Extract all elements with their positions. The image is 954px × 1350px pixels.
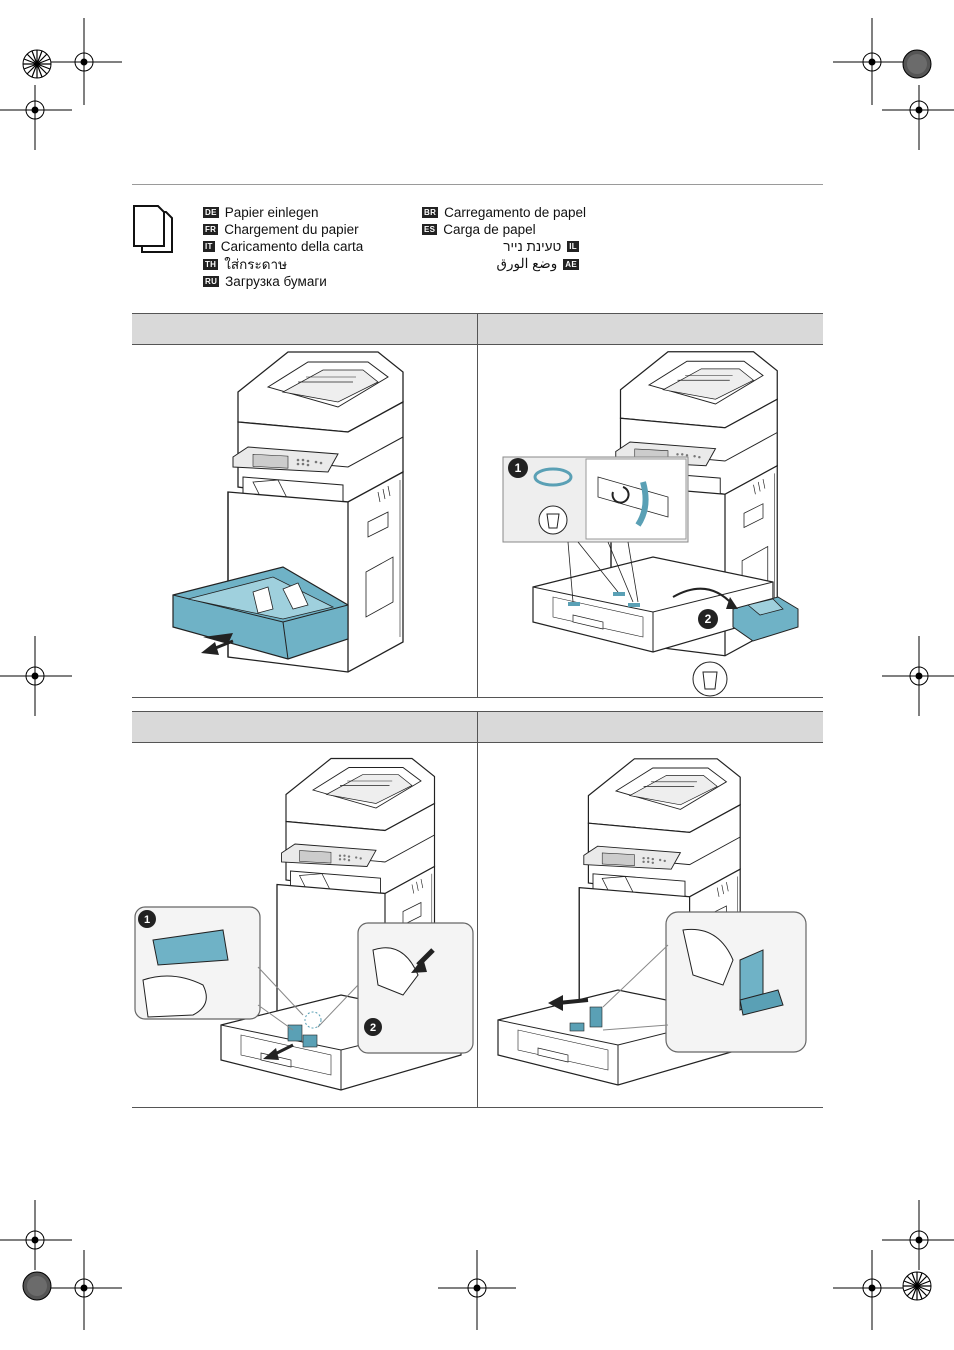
lang-item-br: BR Carregamento de papel <box>422 204 586 220</box>
callout-2-icon: 2 <box>364 1018 382 1036</box>
callout-2-icon: 2 <box>698 609 718 629</box>
lang-badge: BR <box>422 207 438 218</box>
crosshair-mark-icon <box>833 1250 910 1330</box>
lang-item-ae: AE وضع الورق <box>497 256 579 272</box>
lang-label: Carregamento de papel <box>444 205 586 220</box>
step-4-illustration <box>478 745 823 1105</box>
paper-stack-icon <box>130 204 180 254</box>
crosshair-mark-icon <box>0 636 72 716</box>
svg-text:2: 2 <box>705 612 712 626</box>
crosshair-mark-icon <box>882 1200 954 1270</box>
crosshair-mark-icon <box>45 1250 122 1330</box>
lang-item-es: ES Carga de papel <box>422 221 536 237</box>
lang-badge: IT <box>203 241 215 252</box>
lang-label: وضع الورق <box>497 256 558 272</box>
lang-item-fr: FR Chargement du papier <box>203 221 359 237</box>
crosshair-mark-icon <box>833 18 910 105</box>
lang-label: ใส่กระดาษ <box>224 253 287 275</box>
callout-1-icon: 1 <box>138 910 156 928</box>
lang-item-de: DE Papier einlegen <box>203 204 319 220</box>
crosshair-mark-icon <box>0 85 72 150</box>
svg-text:1: 1 <box>144 914 150 926</box>
crosshair-mark-icon <box>45 18 122 105</box>
lang-item-il: IL טעינת נייר <box>503 238 579 254</box>
step-3-illustration: 1 2 <box>133 745 478 1105</box>
grid-rule <box>132 697 823 698</box>
lang-label: Caricamento della carta <box>221 239 364 254</box>
starburst-mark-icon <box>903 1272 931 1300</box>
lang-item-it: IT Caricamento della carta <box>203 238 363 254</box>
lang-badge: RU <box>203 276 219 287</box>
callout-1-icon: 1 <box>508 458 528 478</box>
starburst-mark-icon <box>23 50 51 78</box>
lang-item-ru: RU Загрузка бумаги <box>203 273 327 289</box>
lang-badge: AE <box>563 259 579 270</box>
crosshair-mark-icon <box>882 85 954 150</box>
lang-badge: TH <box>203 259 218 270</box>
header-rule <box>132 184 823 185</box>
lang-label: Chargement du papier <box>224 222 358 237</box>
crosshair-mark-icon <box>438 1250 516 1330</box>
lang-label: Papier einlegen <box>225 205 319 220</box>
grid-rule <box>132 1107 823 1108</box>
lang-badge: DE <box>203 207 219 218</box>
svg-text:1: 1 <box>515 461 522 475</box>
lang-label: טעינת נייר <box>503 239 561 254</box>
crosshair-mark-icon <box>882 636 954 716</box>
crosshair-mark-icon <box>0 1200 72 1270</box>
svg-text:2: 2 <box>370 1022 376 1034</box>
lang-label: Загрузка бумаги <box>225 274 327 289</box>
step-2-illustration: 1 2 <box>478 347 823 697</box>
lang-label: Carga de papel <box>443 222 535 237</box>
step-1-illustration <box>133 347 478 697</box>
lang-badge: FR <box>203 224 218 235</box>
lang-badge: IL <box>567 241 579 252</box>
lang-badge: ES <box>422 224 437 235</box>
gray-disc-mark-icon <box>23 1272 51 1300</box>
gray-disc-mark-icon <box>903 50 931 78</box>
lang-item-th: TH ใส่กระดาษ <box>203 256 287 272</box>
